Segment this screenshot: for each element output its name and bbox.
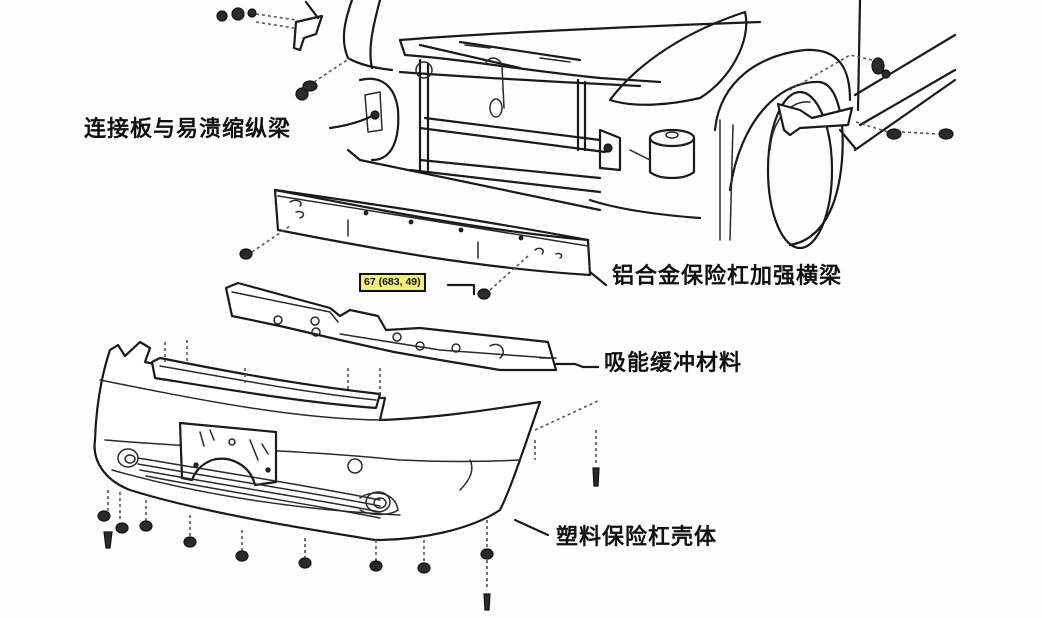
- leader-reinforcement-beam: [588, 270, 608, 287]
- label-energy-absorber: 吸能缓冲材料: [604, 351, 743, 376]
- part-number-callout: 67 (683, 49): [359, 273, 426, 292]
- bumper-cover: [93, 340, 542, 542]
- car-body-front: [292, 0, 957, 250]
- energy-absorber: [224, 281, 558, 372]
- callout-leader: [446, 283, 476, 296]
- leader-absorber: [554, 362, 600, 369]
- label-plastic-bumper-cover: 塑料保险杠壳体: [556, 525, 718, 550]
- label-mount-plate-crumple-rail: 连接板与易溃缩纵梁: [84, 117, 292, 142]
- bumper-fasteners: [97, 467, 600, 611]
- reinforcement-beam: [239, 188, 592, 300]
- leader-crumple-rail: [328, 114, 374, 130]
- fasteners-right: [789, 54, 954, 140]
- label-aluminum-reinforcement-beam: 铝合金保险杠加强横梁: [612, 264, 843, 289]
- fasteners-upper-left: [216, 7, 351, 101]
- bumper-fastener-guides: [107, 340, 601, 590]
- leader-bumper-cover: [513, 518, 550, 537]
